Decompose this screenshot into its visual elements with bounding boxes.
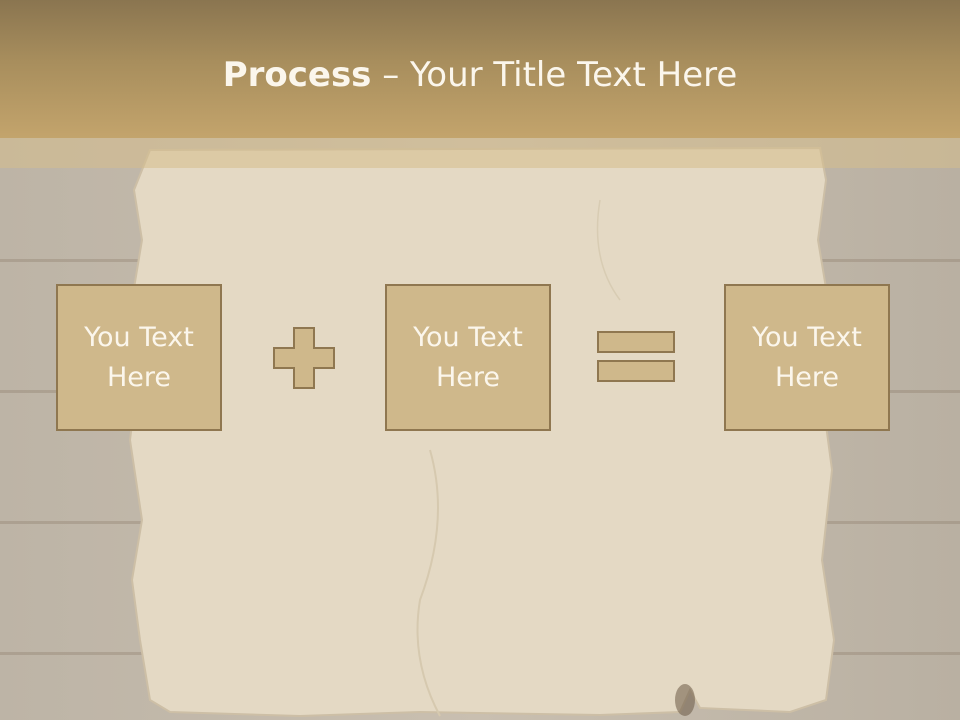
slide-title-bold: Process — [222, 55, 372, 95]
process-box-3[interactable]: You Text Here — [724, 284, 890, 431]
process-box-2[interactable]: You Text Here — [385, 284, 551, 431]
plus-icon — [273, 327, 335, 389]
title-bar — [0, 0, 960, 138]
slide-title-rest: – Your Title Text Here — [371, 55, 738, 95]
process-box-1-text: You Text Here — [84, 321, 194, 393]
process-box-1[interactable]: You Text Here — [56, 284, 222, 431]
title-bar-accent-strip — [0, 138, 960, 168]
process-box-2-text: You Text Here — [413, 321, 523, 393]
equals-icon — [597, 331, 675, 382]
process-box-3-text: You Text Here — [752, 321, 862, 393]
slide-title: Process – Your Title Text Here — [0, 52, 960, 98]
